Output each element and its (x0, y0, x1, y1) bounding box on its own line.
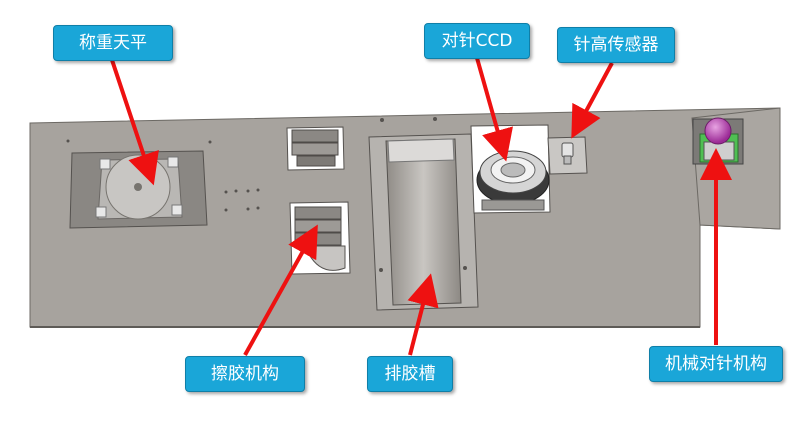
callout-arrows (110, 57, 732, 356)
weighing-scale-part (69, 150, 208, 229)
mechanical-alignment-part (692, 117, 744, 165)
arrow-drain-trough (407, 273, 439, 356)
arrow-weighing-scale (110, 59, 159, 186)
arrow-glue-wipe (243, 224, 318, 356)
arrow-height-sensor (571, 62, 614, 139)
label-needle-height-sensor: 针高传感器 (557, 27, 675, 63)
label-needle-ccd: 对针CCD (424, 23, 530, 59)
upper-wipe-pocket (286, 126, 345, 171)
mounting-holes (66, 139, 260, 212)
glue-drain-trough-part (368, 117, 479, 311)
arrow-needle-ccd (475, 57, 513, 162)
label-glue-wipe-mechanism: 擦胶机构 (185, 356, 305, 392)
label-mechanical-needle-alignment: 机械对针机构 (649, 346, 783, 382)
needle-ccd-part (470, 124, 551, 214)
glue-wipe-part (289, 201, 351, 275)
needle-height-sensor-part (547, 136, 588, 175)
label-weighing-scale: 称重天平 (53, 25, 173, 61)
label-glue-drain-trough: 排胶槽 (367, 356, 453, 392)
